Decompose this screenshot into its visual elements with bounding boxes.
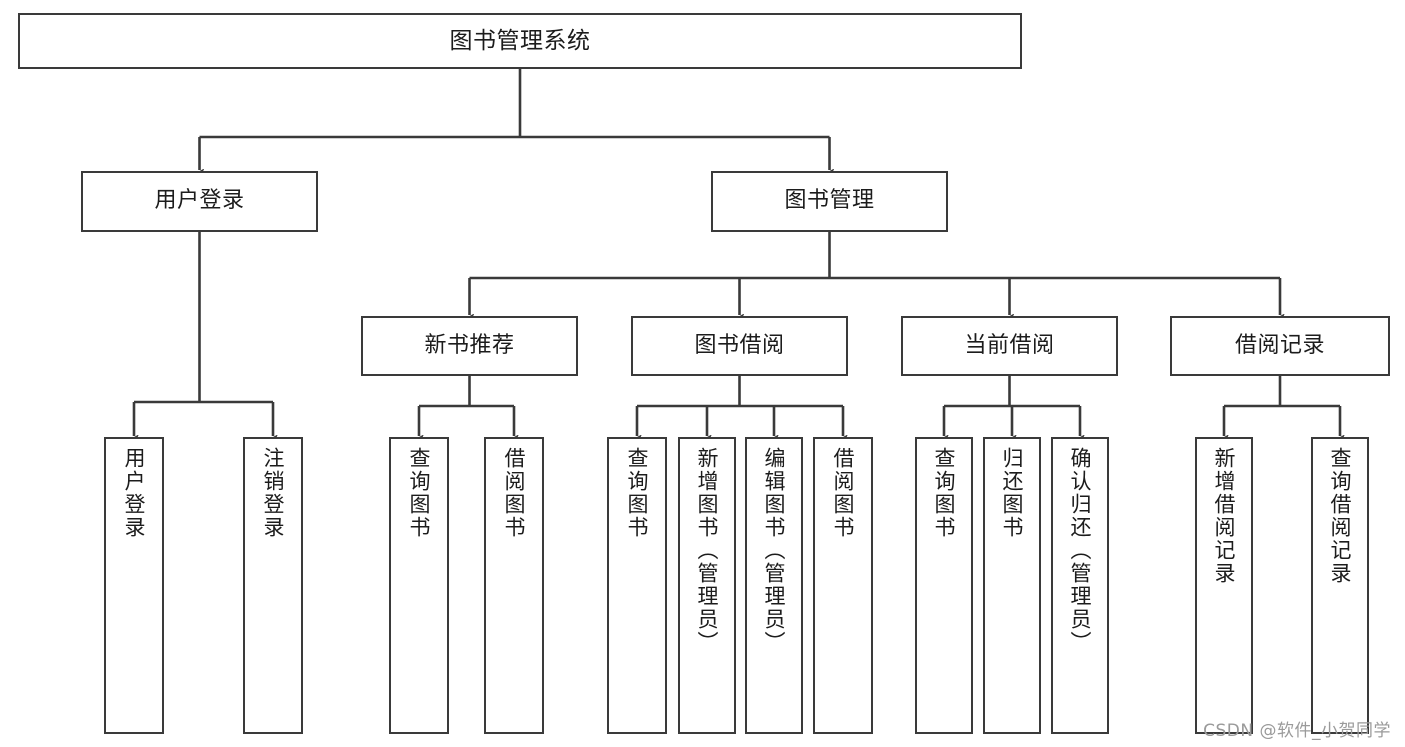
node-label: 查询借阅记录 <box>1328 447 1353 585</box>
node-leaf-query-book-current[interactable]: 查询图书 <box>915 437 973 734</box>
node-label: 查询图书 <box>625 447 650 539</box>
node-leaf-query-book-borrow[interactable]: 查询图书 <box>607 437 667 734</box>
node-label: 查询图书 <box>932 447 957 539</box>
watermark-text: CSDN @软件_小贺同学 <box>1203 721 1391 741</box>
node-leaf-add-book-admin[interactable]: 新增图书（管理员） <box>678 437 736 734</box>
node-user-login[interactable]: 用户登录 <box>81 171 318 232</box>
node-leaf-edit-book-admin[interactable]: 编辑图书（管理员） <box>745 437 803 734</box>
node-leaf-query-borrow-record[interactable]: 查询借阅记录 <box>1311 437 1369 734</box>
node-label: 当前借阅 <box>964 332 1055 358</box>
node-label: 用户登录 <box>122 447 147 539</box>
node-leaf-borrow-book-new[interactable]: 借阅图书 <box>484 437 544 734</box>
node-label: 注销登录 <box>261 447 286 539</box>
node-borrow-record[interactable]: 借阅记录 <box>1170 316 1390 376</box>
node-root[interactable]: 图书管理系统 <box>18 13 1022 69</box>
node-label: 图书管理 <box>784 188 875 214</box>
node-book-borrow[interactable]: 图书借阅 <box>631 316 848 376</box>
node-new-book-rec[interactable]: 新书推荐 <box>361 316 578 376</box>
node-leaf-logout[interactable]: 注销登录 <box>243 437 303 734</box>
node-label: 查询图书 <box>407 447 432 539</box>
node-label: 图书借阅 <box>694 332 785 358</box>
node-label: 新增图书（管理员） <box>695 447 720 654</box>
node-label: 新书推荐 <box>424 332 515 358</box>
node-label: 用户登录 <box>154 188 245 214</box>
node-leaf-query-book-new[interactable]: 查询图书 <box>389 437 449 734</box>
node-label: 借阅图书 <box>831 447 856 539</box>
node-leaf-add-borrow-record[interactable]: 新增借阅记录 <box>1195 437 1253 734</box>
node-book-manage[interactable]: 图书管理 <box>711 171 948 232</box>
node-leaf-confirm-return-admin[interactable]: 确认归还（管理员） <box>1051 437 1109 734</box>
node-label: 新增借阅记录 <box>1212 447 1237 585</box>
node-current-borrow[interactable]: 当前借阅 <box>901 316 1118 376</box>
node-leaf-user-login[interactable]: 用户登录 <box>104 437 164 734</box>
node-label: 借阅图书 <box>502 447 527 539</box>
node-label: 借阅记录 <box>1234 332 1325 358</box>
node-label: 编辑图书（管理员） <box>762 447 787 654</box>
node-label: 确认归还（管理员） <box>1068 447 1093 654</box>
node-label: 归还图书 <box>1000 447 1025 539</box>
node-leaf-borrow-book[interactable]: 借阅图书 <box>813 437 873 734</box>
node-label: 图书管理系统 <box>449 27 591 54</box>
node-leaf-return-book[interactable]: 归还图书 <box>983 437 1041 734</box>
